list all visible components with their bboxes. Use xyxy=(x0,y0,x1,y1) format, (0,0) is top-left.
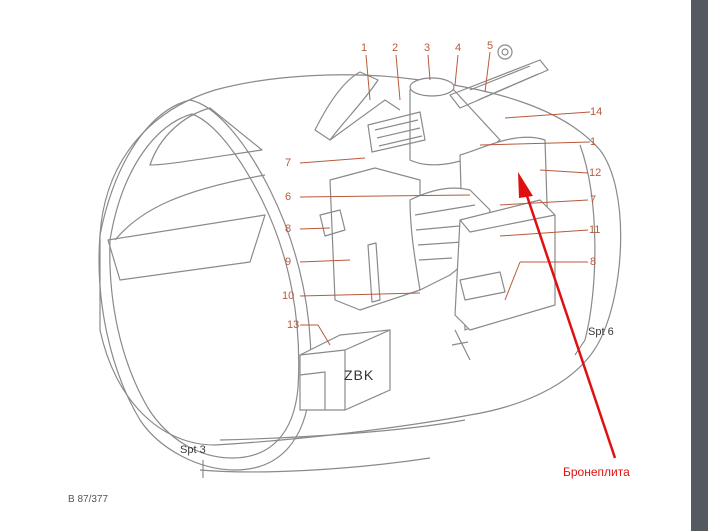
leader-1b xyxy=(479,141,591,146)
feed-chute-ribs xyxy=(414,204,476,261)
bracket-left xyxy=(319,209,346,237)
callout-10: 10 xyxy=(282,290,295,302)
gun-cooling-jacket xyxy=(469,65,539,101)
gun-ring-left-arm xyxy=(314,71,379,141)
leader-6 xyxy=(299,194,471,198)
leader-7b xyxy=(499,199,589,206)
rear-frame-line xyxy=(579,144,596,341)
leader-8a xyxy=(299,227,331,230)
armor-plate-foot xyxy=(451,329,471,361)
callout-8b: 8 xyxy=(590,256,597,268)
leader-11 xyxy=(499,229,589,237)
leader-12 xyxy=(539,169,589,174)
callout-5: 5 xyxy=(487,40,494,52)
left-ammo-container xyxy=(329,167,421,311)
right-container-top xyxy=(459,214,556,233)
canopy-window-frame xyxy=(149,107,263,166)
callout-8a: 8 xyxy=(285,223,292,235)
label-spt6: Spt 6 xyxy=(588,326,614,338)
callout-13: 13 xyxy=(287,319,300,331)
zbk-sub-box xyxy=(299,371,326,410)
bracket-right xyxy=(459,271,506,301)
turret-cap xyxy=(409,77,455,97)
armor-plate-arrow xyxy=(518,172,617,459)
floor-line xyxy=(219,419,466,441)
callout-3: 3 xyxy=(424,42,431,54)
left-container-slot xyxy=(367,242,381,303)
reference-number: B 87/377 xyxy=(68,494,109,505)
right-ammo-container xyxy=(454,199,556,331)
leader-14 xyxy=(504,111,591,119)
callout-11: 11 xyxy=(589,224,601,236)
leader-7a xyxy=(299,157,366,164)
callout-4: 4 xyxy=(455,42,462,54)
callout-1: 1 xyxy=(361,42,368,54)
fuselage-outer-shell xyxy=(99,74,622,446)
callout-2: 2 xyxy=(392,42,399,54)
callout-7a: 7 xyxy=(285,157,292,169)
leader-13-down xyxy=(317,324,331,346)
side-window-upper xyxy=(114,174,266,241)
gun-sight-inner xyxy=(501,48,509,56)
leader-8b-tip xyxy=(504,261,521,301)
leader-10 xyxy=(299,292,421,297)
callout-7b: 7 xyxy=(590,194,597,206)
front-frame-inner xyxy=(109,113,300,459)
machine-gun-barrel xyxy=(449,59,549,109)
callout-9: 9 xyxy=(285,256,292,268)
front-frame-ring xyxy=(98,99,312,471)
label-spt3: Spt 3 xyxy=(180,444,206,456)
callout-12: 12 xyxy=(589,167,602,179)
leader-spt6 xyxy=(574,339,586,356)
ammo-box-lines xyxy=(374,119,423,147)
leader-5 xyxy=(484,51,491,93)
gun-ring-arm-inner xyxy=(329,99,401,141)
callout-6: 6 xyxy=(285,191,292,203)
gun-sight-ring xyxy=(497,44,513,60)
leader-1 xyxy=(365,54,371,101)
callout-1b: 1 xyxy=(590,136,597,148)
side-window-lower xyxy=(107,214,266,281)
lower-hull-curve xyxy=(199,457,431,473)
ammo-box-upper xyxy=(367,111,426,153)
armor-plate-label: Бронеплита xyxy=(563,465,630,479)
label-zbk: ZBK xyxy=(344,367,375,383)
leader-4 xyxy=(454,54,459,86)
right-edge-bar xyxy=(691,0,708,531)
callout-14: 14 xyxy=(590,106,603,118)
leader-3 xyxy=(427,54,431,81)
leader-9 xyxy=(299,259,351,263)
leader-2 xyxy=(395,54,401,101)
